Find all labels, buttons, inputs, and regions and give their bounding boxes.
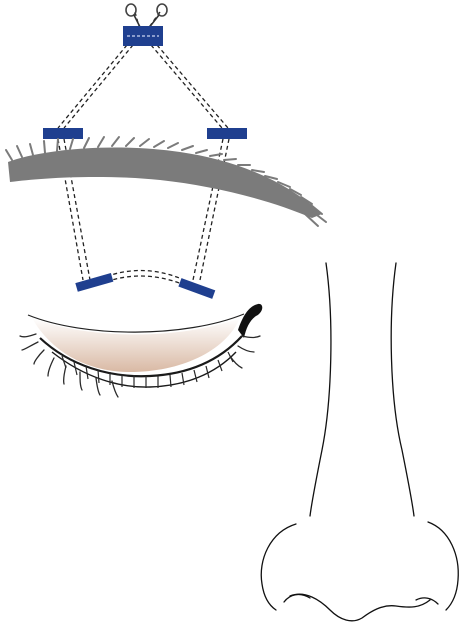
nose-bridge-right xyxy=(391,263,414,516)
nose-ala-right xyxy=(428,522,458,610)
lid-pad-right xyxy=(178,278,215,299)
suture-lid-arc-a xyxy=(100,271,182,280)
brow-pad-left xyxy=(43,128,83,139)
suture-top-to-brow-left-a xyxy=(58,45,127,128)
nostril-base xyxy=(290,594,430,621)
nose-bridge-left xyxy=(310,263,331,516)
knot-icon xyxy=(126,4,167,29)
nose xyxy=(261,263,458,621)
eyebrow xyxy=(6,137,326,226)
suture-top-to-brow-right-a xyxy=(151,45,222,128)
brow-pad-right xyxy=(207,128,247,139)
lateral-canthus xyxy=(238,304,262,338)
suture-top-to-brow-right-b xyxy=(157,45,228,128)
closed-eyelid xyxy=(20,304,262,397)
nostril-left xyxy=(284,595,310,602)
nose-ala-left xyxy=(261,524,296,610)
suture-top-to-brow-left-b xyxy=(64,45,133,128)
eyebrow-body xyxy=(8,147,322,218)
nostril-right xyxy=(416,598,438,604)
lid-pad-left xyxy=(75,273,113,292)
